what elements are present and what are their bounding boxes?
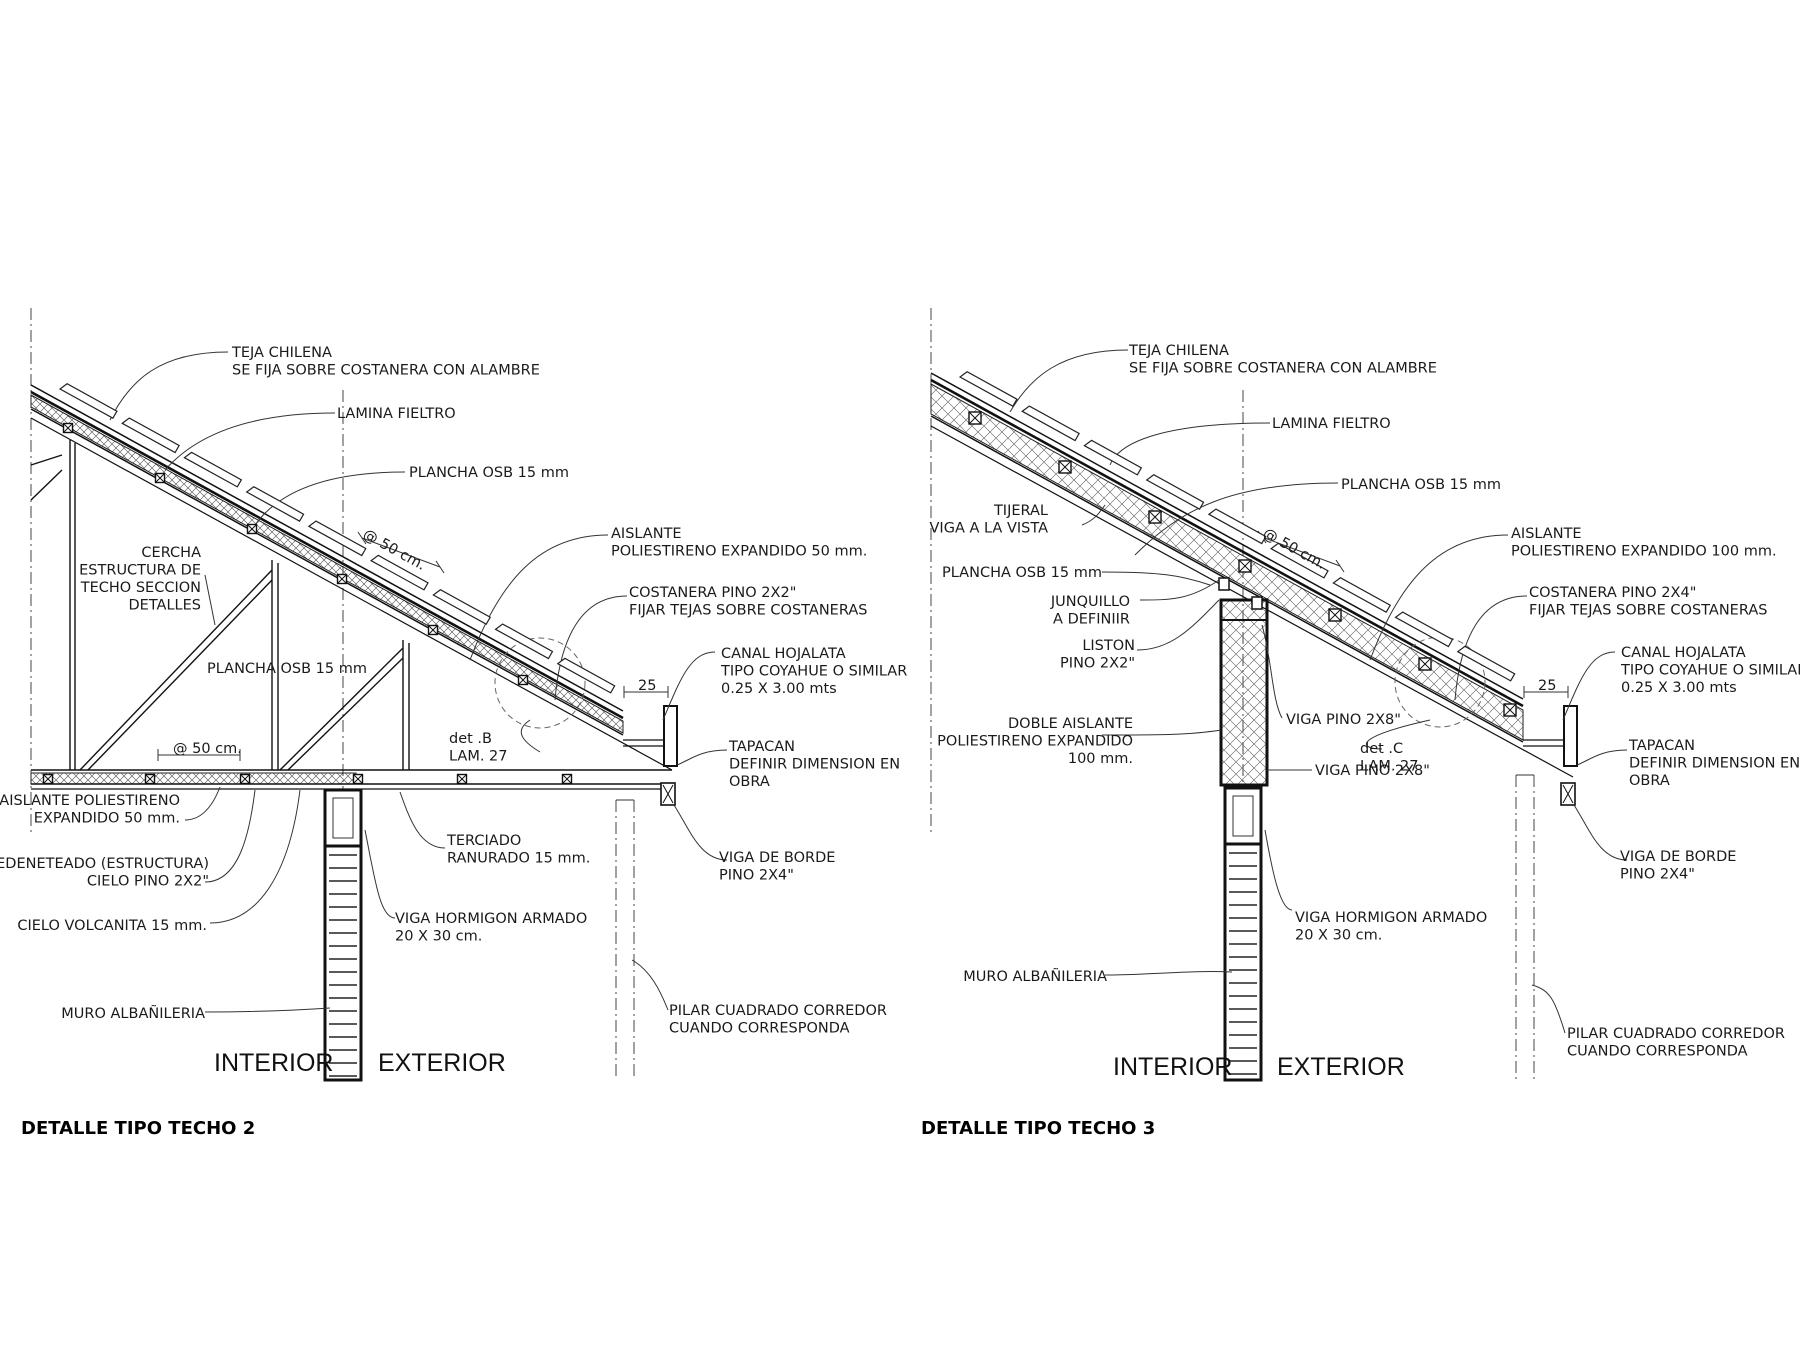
roof-tile xyxy=(1145,474,1205,510)
roof-tile xyxy=(556,657,616,694)
label-lamina-techo-2: LAMINA FIELTRO xyxy=(337,406,456,422)
label-osb_left-techo-3: PLANCHA OSB 15 mm xyxy=(942,565,1102,581)
purlin-cross xyxy=(353,774,363,784)
post xyxy=(1515,774,1535,1080)
purlin-cross xyxy=(457,774,467,784)
roof-tile xyxy=(1394,611,1454,648)
purlin-cross xyxy=(155,473,165,483)
purlin-cross xyxy=(562,774,572,784)
exterior-label: EXTERIOR xyxy=(378,1049,506,1077)
interior-label: INTERIOR xyxy=(1113,1053,1232,1081)
roof-tile xyxy=(183,451,243,488)
dimension-label: 25 xyxy=(638,678,656,694)
purlin-cross xyxy=(1148,510,1162,524)
purlin-cross xyxy=(428,625,438,635)
eave xyxy=(1523,686,1578,806)
exterior-label: EXTERIOR xyxy=(1277,1053,1405,1081)
label-osb_top-techo-3: PLANCHA OSB 15 mm xyxy=(1341,477,1501,493)
purlin-cross xyxy=(518,675,528,685)
roof-tile xyxy=(245,486,305,522)
purlin-cross xyxy=(43,774,53,784)
detail-title: DETALLE TIPO TECHO 3 xyxy=(921,1118,1155,1139)
roof-tile xyxy=(1332,577,1392,613)
label-cedeneteado-techo-2: CEDENETEADO (ESTRUCTURA)CIELO PINO 2X2" xyxy=(0,856,209,890)
roof-tile xyxy=(370,554,429,591)
detail-techo-3 xyxy=(930,308,1628,1082)
label-muro-techo-2: MURO ALBAÑILERIA xyxy=(61,1005,205,1022)
roof-tile xyxy=(1207,508,1267,545)
roof-tile xyxy=(494,623,554,660)
beam-wall xyxy=(323,788,363,1082)
label-viga_pino_a-techo-3: VIGA PINO 2X8" xyxy=(1286,712,1401,728)
roof-tile xyxy=(121,417,180,454)
purlin-cross xyxy=(240,774,250,784)
purlin-cross xyxy=(337,574,347,584)
beam-wall xyxy=(1223,786,1263,1082)
roof-tile xyxy=(307,520,367,557)
post xyxy=(615,799,635,1080)
purlin-cross xyxy=(1238,559,1252,573)
spacing-ceiling-label: @ 50 cm. xyxy=(173,741,242,757)
roof-tile xyxy=(958,371,1018,407)
detail-title: DETALLE TIPO TECHO 2 xyxy=(21,1118,255,1139)
roof-tile xyxy=(432,589,492,625)
roof-tile xyxy=(58,383,118,419)
roof-tile xyxy=(1456,645,1516,682)
leaders xyxy=(109,351,728,1013)
label-cielo-techo-2: CIELO VOLCANITA 15 mm. xyxy=(17,918,207,934)
purlin-cross xyxy=(1418,657,1432,671)
roof-tile xyxy=(1270,542,1329,579)
dimension-label: 25 xyxy=(1538,678,1556,694)
purlin-cross xyxy=(1058,460,1072,474)
label-osb_mid-techo-2: PLANCHA OSB 15 mm xyxy=(207,661,367,677)
interior-label: INTERIOR xyxy=(214,1049,333,1077)
label-costanera-techo-2: COSTANERA PINO 2X2"FIJAR TEJAS SOBRE COS… xyxy=(629,585,867,619)
label-lamina-techo-3: LAMINA FIELTRO xyxy=(1272,416,1391,432)
detail-techo-2 xyxy=(30,308,728,1082)
label-muro-techo-3: MURO ALBAÑILERIA xyxy=(963,968,1107,985)
purlin-cross xyxy=(63,423,73,433)
label-viga_pino_b-techo-3: VIGA PINO 2X8" xyxy=(1315,763,1430,779)
purlin-cross xyxy=(145,774,155,784)
leaders xyxy=(1009,349,1628,1034)
label-costanera-techo-3: COSTANERA PINO 2X4"FIJAR TEJAS SOBRE COS… xyxy=(1529,585,1767,619)
ceiling xyxy=(30,769,672,790)
purlin-cross xyxy=(1328,608,1342,622)
purlin-cross xyxy=(247,524,257,534)
roof-tile xyxy=(1021,405,1080,442)
vertical-beam xyxy=(1218,577,1269,787)
purlin-cross xyxy=(968,411,982,425)
truss xyxy=(30,440,410,771)
purlin-cross xyxy=(1503,703,1517,717)
roof-tile xyxy=(1083,439,1143,476)
label-osb_top-techo-2: PLANCHA OSB 15 mm xyxy=(409,465,569,481)
eave xyxy=(623,686,678,806)
